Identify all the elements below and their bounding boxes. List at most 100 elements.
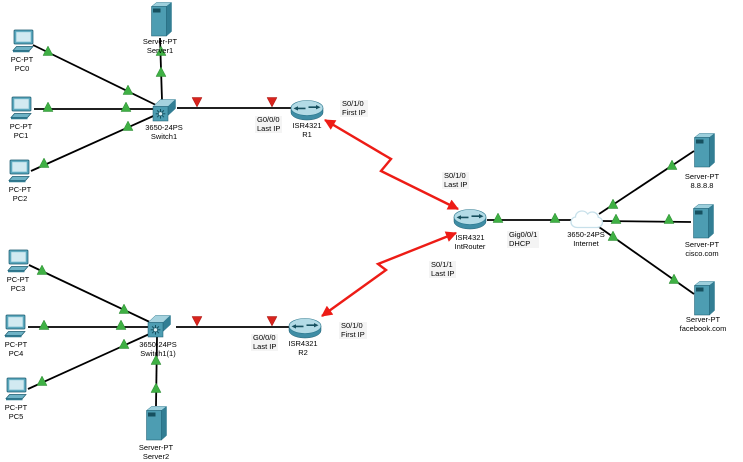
link-up-indicator [155, 66, 167, 77]
pc-icon [5, 377, 27, 401]
pc-icon [4, 314, 26, 338]
link-up-indicator [668, 273, 680, 284]
link-up-indicator [42, 45, 54, 56]
device-label-pc0: PC-PT PC0 [0, 55, 82, 73]
link-pc3-switch1-1[interactable] [28, 264, 157, 326]
device-name: R2 [298, 347, 308, 357]
link-up-indicator [607, 198, 619, 209]
device-pc5[interactable] [3, 377, 30, 403]
link-pc2-switch1[interactable] [30, 112, 161, 172]
server-icon [150, 2, 172, 37]
device-name: Switch1(1) [140, 348, 176, 358]
link-up-indicator [610, 213, 622, 224]
port-note: First IP [342, 107, 366, 117]
port-interface: Gig0/0/1 [509, 230, 538, 239]
device-label-introuter: ISR4321 IntRouter [410, 233, 530, 251]
link-up-indicator [549, 212, 561, 223]
port-note: Last IP [257, 123, 281, 133]
device-name: Server2 [142, 451, 170, 461]
serial-link-r1-introuter[interactable] [324, 118, 459, 211]
device-model: 3650-24PS [139, 340, 177, 349]
device-server1[interactable] [148, 2, 172, 38]
link-up-indicator [122, 84, 134, 95]
device-name: facebook.com [679, 323, 727, 333]
port-label-introuter-s011: S0/1/1 Last IP [429, 260, 457, 278]
port-label-introuter-gig001: Gig0/0/1 DHCP [507, 230, 540, 248]
device-name: PC2 [12, 193, 28, 203]
device-model: ISR4321 [292, 121, 322, 130]
device-r2[interactable] [288, 316, 322, 339]
link-pc0-switch1[interactable] [32, 44, 161, 108]
link-up-indicator [118, 338, 130, 349]
pc-icon [12, 29, 34, 53]
device-model: PC-PT [9, 122, 33, 131]
server-icon [693, 133, 715, 168]
link-server2-switch1-1[interactable] [155, 336, 158, 407]
link-pc5-switch1-1[interactable] [27, 330, 157, 390]
device-switch1[interactable] [151, 98, 177, 123]
device-label-pc4: PC-PT PC4 [0, 340, 76, 358]
device-label-internet: 3650-24PS Internet [526, 230, 646, 248]
device-label-pc5: PC-PT PC5 [0, 403, 76, 421]
device-pc3[interactable] [5, 249, 32, 275]
device-server-cisco[interactable] [690, 204, 714, 240]
device-pc0[interactable] [10, 29, 37, 55]
serial-link-r2-introuter[interactable] [321, 231, 458, 317]
device-label-pc3: PC-PT PC3 [0, 275, 78, 293]
router-icon [453, 209, 487, 230]
link-down-indicator [266, 316, 278, 327]
link-up-indicator [155, 45, 167, 56]
device-label-r2: ISR4321 R2 [243, 339, 363, 357]
device-model: Server-PT [138, 443, 174, 452]
link-up-indicator [36, 375, 48, 386]
device-model: PC-PT [8, 185, 32, 194]
switch-icon [152, 98, 177, 122]
device-label-r1: ISR4321 R1 [247, 121, 367, 139]
device-label-pc1: PC-PT PC1 [0, 122, 81, 140]
device-name: cisco.com [685, 248, 719, 258]
device-model: Server-PT [142, 37, 178, 46]
router-icon [288, 318, 322, 339]
device-name: Switch1 [150, 131, 178, 141]
device-model: 3650-24PS [145, 123, 183, 132]
device-label-server1: Server-PT Server1 [100, 37, 220, 55]
pc-icon [10, 96, 32, 120]
device-model: PC-PT [4, 403, 28, 412]
link-up-indicator [607, 230, 619, 241]
device-model: PC-PT [4, 340, 28, 349]
port-interface: S0/1/0 [342, 99, 364, 108]
port-label-r2-g000: G0/0/0 Last IP [251, 333, 279, 351]
link-up-indicator [663, 213, 675, 224]
port-label-r1-s010: S0/1/0 First IP [340, 99, 368, 117]
device-model: Server-PT [684, 172, 720, 181]
port-note: DHCP [509, 238, 531, 248]
device-name: PC3 [10, 283, 26, 293]
device-server-8888[interactable] [691, 133, 715, 169]
device-pc2[interactable] [6, 159, 33, 185]
router-icon [290, 100, 324, 121]
device-pc1[interactable] [8, 96, 35, 122]
link-up-indicator [38, 157, 50, 168]
link-up-indicator [150, 354, 162, 365]
device-introuter[interactable] [453, 207, 487, 230]
device-r1[interactable] [290, 98, 324, 121]
device-name: PC5 [8, 411, 24, 421]
device-switch1-1[interactable] [146, 314, 172, 339]
cloud-icon [570, 210, 604, 229]
device-name: PC1 [13, 130, 29, 140]
pc-icon [8, 159, 30, 183]
port-note: Last IP [253, 341, 277, 351]
device-model: ISR4321 [288, 339, 318, 348]
server-icon [693, 281, 715, 316]
device-server-facebook[interactable] [691, 281, 715, 317]
link-up-indicator [122, 120, 134, 131]
link-up-indicator [36, 264, 48, 275]
device-pc4[interactable] [2, 314, 29, 340]
device-internet[interactable] [569, 206, 604, 233]
link-up-indicator [118, 303, 130, 314]
device-model: Server-PT [685, 315, 721, 324]
port-note: Last IP [431, 268, 455, 278]
switch-icon [147, 314, 172, 338]
device-server2[interactable] [143, 406, 167, 442]
